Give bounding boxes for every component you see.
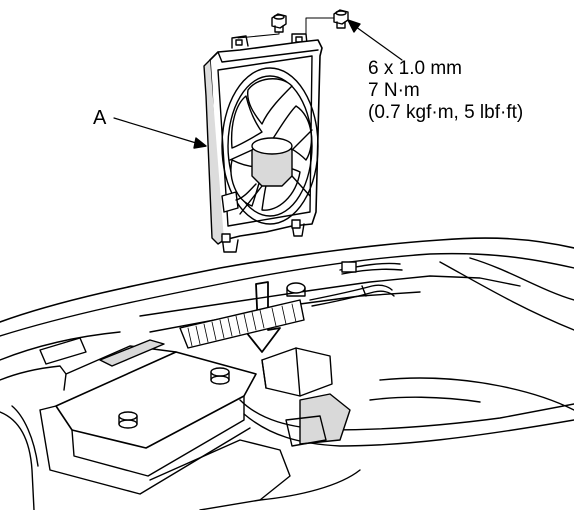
right-component-face [261, 347, 301, 397]
engine-detail [379, 377, 574, 411]
fan-ring-inner [227, 75, 313, 217]
leader-a [113, 117, 207, 147]
lower-bracket [285, 415, 327, 447]
battery-top [55, 351, 257, 449]
right-mounting-tab [291, 33, 308, 45]
bottom-left-grommet [221, 233, 231, 243]
torque-alt-label: (0.7 kgf·m, 5 lbf·ft) [368, 102, 524, 123]
bottom-left-leg [221, 235, 239, 253]
fan-shroud-assembly [203, 33, 323, 253]
shroud-top-edge [217, 49, 319, 63]
engine-bay [0, 237, 574, 510]
left-fender [0, 365, 67, 381]
right-fender-edge [469, 257, 574, 301]
leader-a-arrow [193, 137, 207, 149]
fan-connector [221, 191, 239, 213]
shroud-side-face [203, 59, 225, 245]
left-mounting-hole [235, 39, 243, 46]
bottom-right-leg [291, 223, 305, 237]
bottom-left-structure [0, 411, 35, 510]
battery-tray-edge [39, 405, 251, 495]
bolt-left-guide [237, 31, 280, 39]
connector-wire [235, 183, 257, 201]
leader-bolt [351, 23, 403, 61]
radiator-cap [286, 282, 306, 294]
hood-outer-edge [0, 237, 574, 323]
battery-terminal-right [210, 367, 230, 385]
battery-bracket [63, 345, 177, 391]
fan-blade [230, 95, 263, 149]
fan-ring [221, 67, 319, 225]
part-label-a: A [93, 107, 107, 129]
motor-bracket [229, 129, 313, 215]
hose-clamp [361, 285, 367, 297]
radiator-support-top [139, 275, 521, 317]
bracket-shaded [99, 339, 165, 367]
right-lower-body-2 [243, 413, 574, 447]
battery-terminal-left [118, 411, 138, 429]
left-mount-block [39, 337, 87, 365]
mounting-bolts [237, 9, 349, 39]
leader-bolt-arrow [347, 19, 361, 33]
fan-blade [247, 78, 293, 125]
upper-hose-2 [311, 290, 395, 307]
upper-hose [309, 284, 393, 301]
bolt-right [333, 9, 349, 29]
battery-front [71, 395, 245, 477]
engine-detail-2 [369, 396, 481, 403]
body-panel-line [0, 331, 121, 361]
sensor-connector [341, 261, 357, 273]
leader-lines [113, 19, 403, 149]
bolt-size-label: 6 x 1.0 mm [368, 58, 462, 79]
torque-nm-label: 7 N·m [368, 80, 420, 101]
engine-block [299, 393, 351, 445]
right-fender-edge-2 [439, 261, 574, 331]
hood-inner-edge [0, 252, 574, 337]
motor-cap [251, 137, 293, 155]
left-mounting-tab [231, 35, 249, 49]
radiator-cap-neck [286, 287, 306, 297]
right-lower-body [239, 399, 574, 431]
lower-frame [149, 439, 291, 510]
bolt-right-guide [305, 17, 335, 35]
bolt-left [271, 13, 287, 33]
lower-frame-2 [259, 469, 361, 501]
bottom-left-structure-2 [11, 405, 39, 467]
bottom-right-grommet [291, 219, 301, 229]
radiator-fins [187, 303, 297, 347]
